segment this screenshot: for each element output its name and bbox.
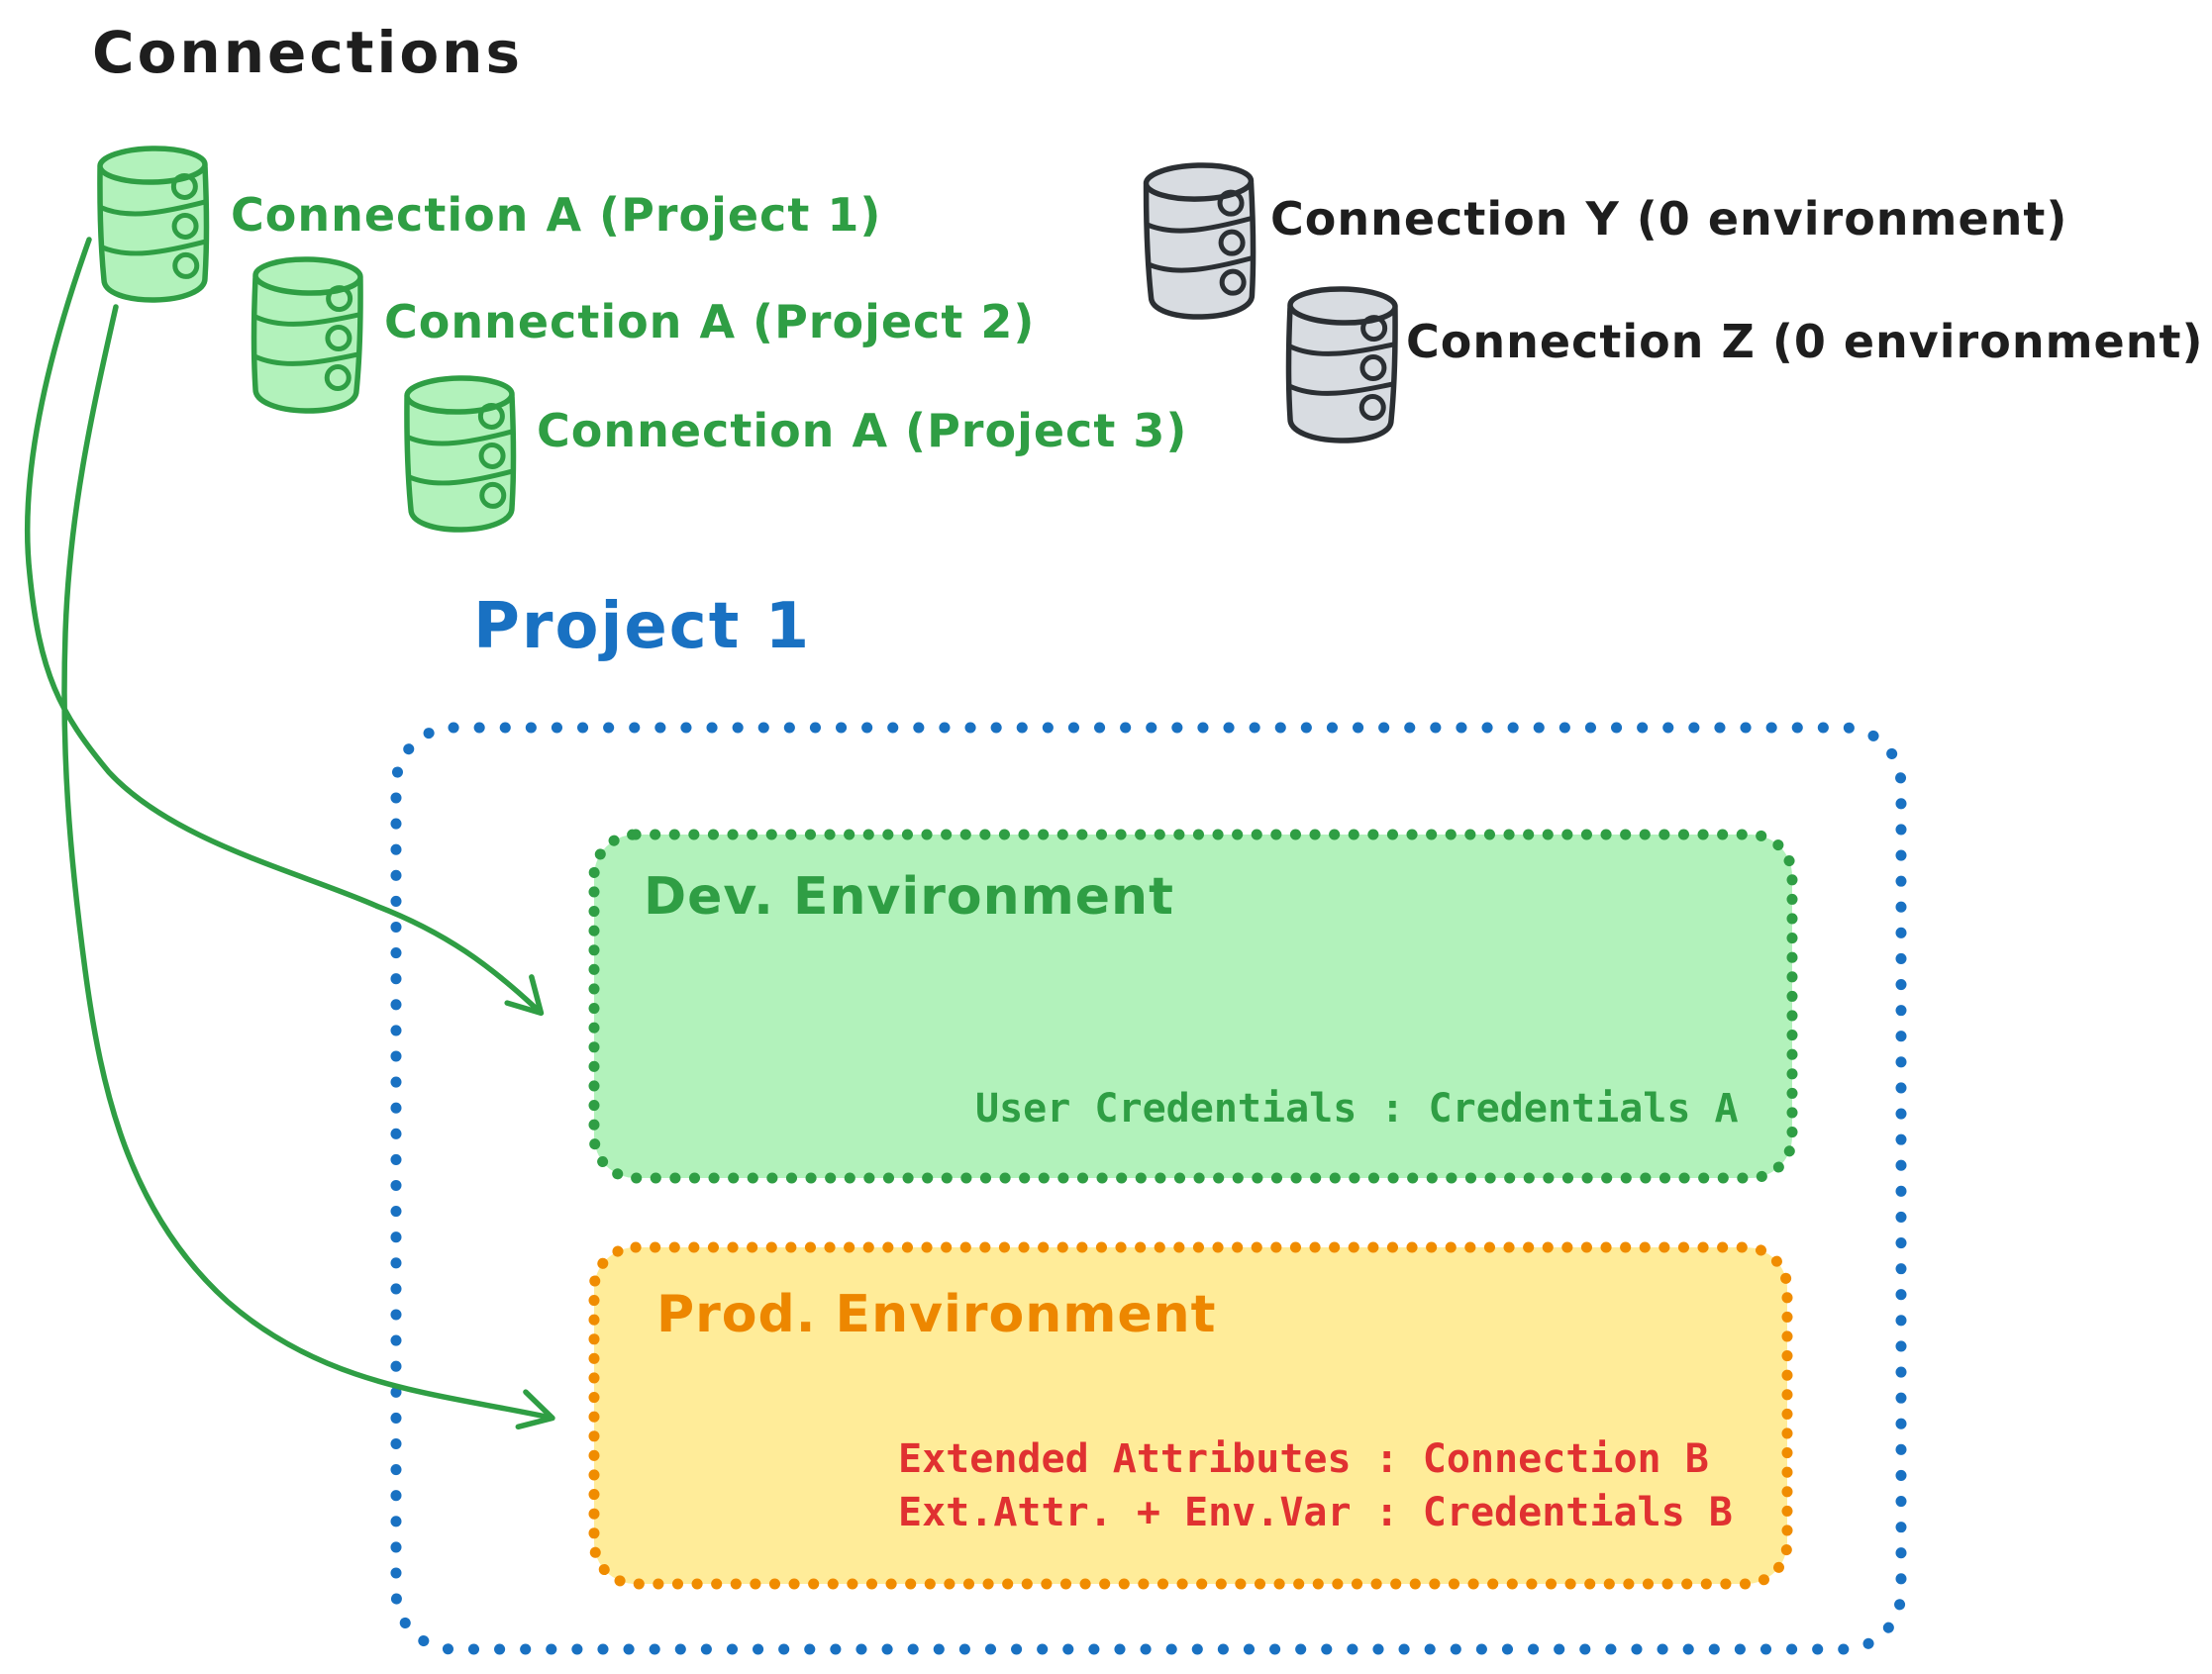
prod-environment-mapping-line-2: Ext.Attr. + Env.Var : Credentials B — [898, 1490, 1733, 1535]
database-icon-connection-a-project-2 — [252, 258, 361, 412]
database-icon-connection-a-project-1 — [99, 148, 208, 301]
connection-a-to-dev-arrow — [25, 237, 545, 1017]
database-icon-connection-a-project-3 — [406, 377, 515, 531]
page-title: Connections — [92, 19, 523, 86]
connection-a-to-prod-arrow — [61, 304, 555, 1430]
connection-a-project-3-label: Connection A (Project 3) — [537, 404, 1188, 457]
connection-a-project-2-label: Connection A (Project 2) — [384, 295, 1036, 348]
dev-environment-credentials-text: User Credentials : Credentials A — [975, 1086, 1739, 1132]
project-1-title: Project 1 — [473, 590, 812, 663]
prod-environment-title: Prod. Environment — [656, 1285, 1217, 1344]
dev-environment-title: Dev. Environment — [644, 867, 1174, 927]
connection-a-project-1-label: Connection A (Project 1) — [231, 188, 882, 242]
prod-environment-box — [588, 1241, 1793, 1590]
project-1-box — [390, 722, 1907, 1655]
database-icon-connection-y — [1145, 163, 1256, 319]
database-icon-connection-z — [1287, 288, 1396, 442]
connection-y-label: Connection Y (0 environment) — [1270, 192, 2068, 246]
dev-environment-box — [588, 829, 1798, 1184]
connection-z-label: Connection Z (0 environment) — [1406, 315, 2204, 368]
prod-environment-mapping-line-1: Extended Attributes : Connection B — [898, 1436, 1709, 1482]
